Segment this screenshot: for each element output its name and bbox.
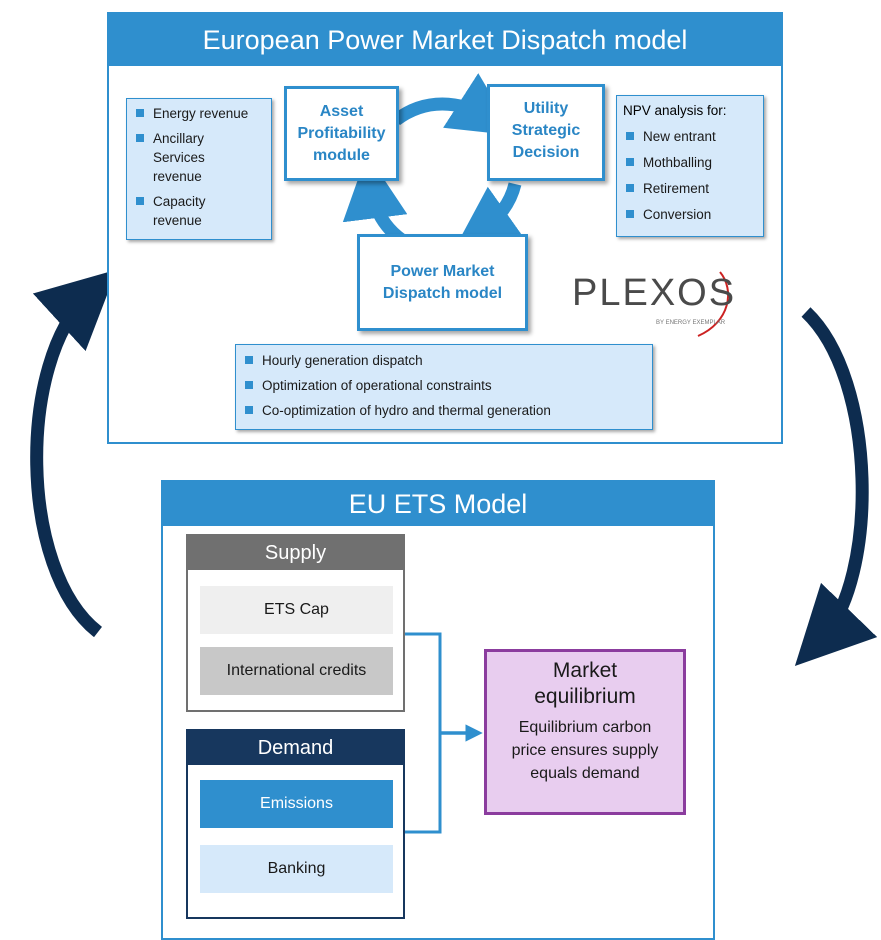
revenue-item: Capacity revenue xyxy=(131,192,223,230)
arrow-asset-to-utility xyxy=(392,73,516,136)
arrow-utility-to-dispatch xyxy=(453,182,526,251)
left-arrow xyxy=(30,269,117,638)
asset-profitability-box: Asset Profitability module xyxy=(284,86,399,181)
right-arrow xyxy=(794,307,878,667)
supply-title: Supply xyxy=(188,536,403,570)
demand-item: Emissions xyxy=(200,780,393,828)
dispatch-model-box: Power Market Dispatch model xyxy=(357,234,528,331)
npv-list: NPV analysis for: New entrant Mothballin… xyxy=(616,95,764,237)
feature-item: Optimization of operational constraints xyxy=(240,376,648,395)
plexos-logo-mark xyxy=(697,271,729,337)
feature-item: Co-optimization of hydro and thermal gen… xyxy=(240,401,648,420)
npv-item: Retirement xyxy=(621,179,759,198)
revenue-list: Energy revenue Ancillary Services revenu… xyxy=(126,98,272,240)
npv-title: NPV analysis for: xyxy=(623,103,727,118)
demand-title: Demand xyxy=(188,731,403,765)
logo-subtext: BY ENERGY EXEMPLAR xyxy=(656,320,726,326)
demand-item: Banking xyxy=(200,845,393,893)
equilibrium-title: Market equilibrium xyxy=(534,659,636,708)
demand-box: Demand Emissions Banking xyxy=(186,729,405,919)
supply-box: Supply ETS Cap International credits xyxy=(186,534,405,712)
revenue-item: Energy revenue xyxy=(131,104,267,123)
market-equilibrium-box: Market equilibrium Equilibrium carbon pr… xyxy=(484,649,686,815)
utility-decision-box: Utility Strategic Decision xyxy=(487,84,605,181)
plexos-logo: PLEXOS BY ENERGY EXEMPLAR xyxy=(570,270,745,338)
supply-item: ETS Cap xyxy=(200,586,393,634)
revenue-item: Ancillary Services revenue xyxy=(131,129,223,186)
npv-item: New entrant xyxy=(621,127,759,146)
supply-item: International credits xyxy=(200,647,393,695)
panel-title: EU ETS Model xyxy=(163,482,713,526)
feature-item: Hourly generation dispatch xyxy=(240,351,648,370)
feature-list: Hourly generation dispatch Optimization … xyxy=(235,344,653,430)
panel-title: European Power Market Dispatch model xyxy=(109,14,781,66)
npv-item: Mothballing xyxy=(621,153,759,172)
dispatch-model-label: Power Market Dispatch model xyxy=(382,263,503,302)
npv-item: Conversion xyxy=(621,205,759,224)
logo-text: PLEXOS xyxy=(572,272,737,314)
utility-decision-label: Utility Strategic Decision xyxy=(511,100,581,161)
asset-profitability-label: Asset Profitability module xyxy=(297,103,386,164)
equilibrium-text: Equilibrium carbon price ensures supply … xyxy=(511,719,659,782)
